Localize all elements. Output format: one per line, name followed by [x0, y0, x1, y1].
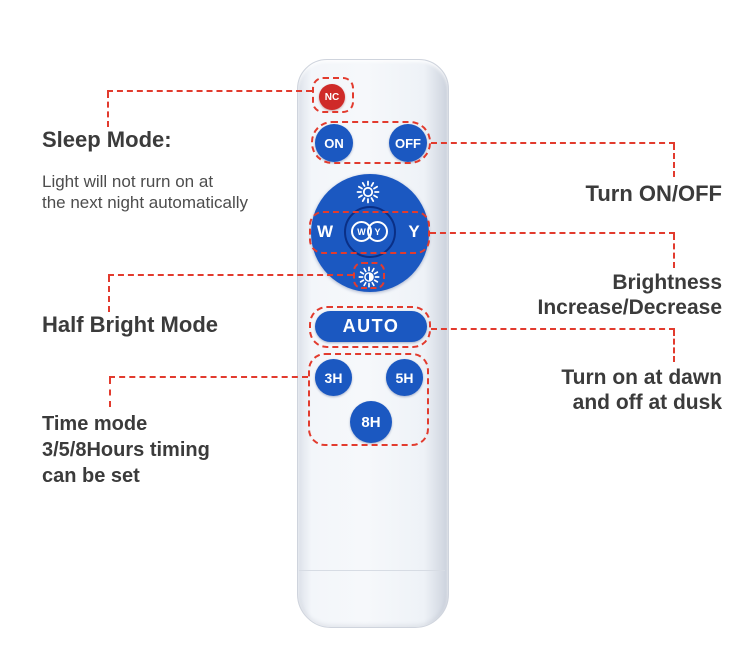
- leader-onoff-vertical: [673, 144, 675, 177]
- highlight-brightness-row: [309, 211, 430, 254]
- sleep-desc-line1: Light will not rurn on at: [42, 172, 214, 191]
- brightness-label: Brightness Increase/Decrease: [538, 270, 722, 320]
- leader-time-vertical: [109, 378, 111, 407]
- wy-button[interactable]: W Y: [351, 221, 388, 242]
- leader-onoff-horizontal: [431, 142, 675, 144]
- wy-center-ring: [344, 206, 396, 258]
- auto-button[interactable]: AUTO: [315, 311, 427, 342]
- leader-sleep-vertical: [107, 92, 109, 127]
- highlight-on-off: [311, 121, 431, 164]
- dawn-dusk-label: Turn on at dawn and off at dusk: [561, 365, 722, 415]
- leader-dawn-horizontal: [431, 328, 675, 330]
- leader-dawn-vertical: [673, 330, 675, 362]
- dawn-dusk-line2: and off at dusk: [572, 391, 722, 414]
- nc-button[interactable]: NC: [319, 84, 345, 110]
- leader-half-bright-horizontal: [108, 274, 353, 276]
- full-brightness-sun-icon[interactable]: [355, 179, 381, 205]
- timer-8h-button[interactable]: 8H: [350, 401, 392, 443]
- sleep-mode-description: Light will not rurn on at the next night…: [42, 171, 248, 213]
- w-button[interactable]: W: [316, 222, 334, 241]
- time-mode-line2: 3/5/8Hours timing: [42, 439, 210, 461]
- sleep-desc-line2: the next night automatically: [42, 193, 249, 212]
- brightness-line1: Brightness: [612, 271, 722, 294]
- highlight-nc: [312, 77, 354, 113]
- y-button[interactable]: Y: [408, 222, 420, 241]
- time-mode-label: Time mode 3/5/8Hours timing can be set: [42, 411, 210, 489]
- leader-sleep-horizontal: [107, 90, 312, 92]
- brightness-line2: Increase/Decrease: [537, 296, 722, 319]
- leader-time-horizontal: [109, 376, 308, 378]
- leader-half-bright-vertical: [108, 276, 110, 312]
- time-mode-line3: can be set: [42, 465, 140, 487]
- highlight-half-bright: [353, 262, 385, 289]
- leader-brightness-horizontal: [430, 232, 675, 234]
- leader-brightness-vertical: [673, 234, 675, 268]
- wy-y-circle: Y: [367, 221, 388, 242]
- sleep-mode-title: Sleep Mode:: [42, 127, 172, 152]
- dawn-dusk-line1: Turn on at dawn: [561, 366, 722, 389]
- time-mode-line1: Time mode: [42, 413, 148, 435]
- battery-seam-line: [299, 570, 445, 571]
- highlight-auto: [309, 306, 431, 348]
- highlight-timer-group: [308, 353, 429, 446]
- turn-onoff-label: Turn ON/OFF: [585, 181, 722, 206]
- half-bright-mode-label: Half Bright Mode: [42, 312, 218, 337]
